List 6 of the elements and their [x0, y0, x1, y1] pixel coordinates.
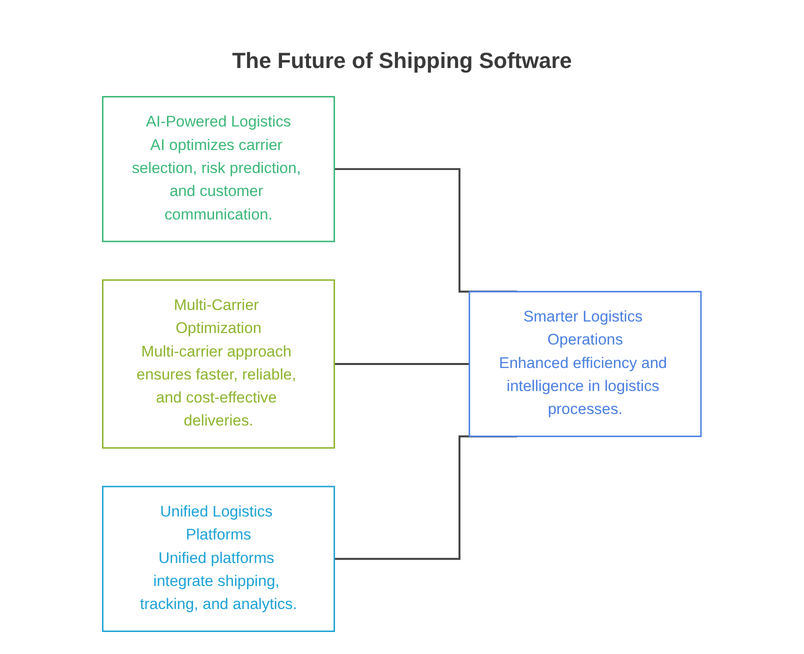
node-box: Smarter Logistics Operations Enhanced efficiency and intelligence in logistics processes. — [468, 290, 702, 438]
connector — [334, 363, 470, 365]
node-box: AI-Powered Logistics AI optimizes carrier selection, risk prediction, and customer communication. — [102, 96, 336, 242]
node-box: Multi-Carrier Optimization Multi-carrier approach ensures faster, reliable, and cost-effective deliveries. — [102, 279, 336, 449]
node-box: Unified Logistics Platforms Unified platforms integrate shipping, tracking, and analytics. — [102, 486, 336, 632]
diagram-title: The Future of Shipping Software — [231, 48, 573, 74]
